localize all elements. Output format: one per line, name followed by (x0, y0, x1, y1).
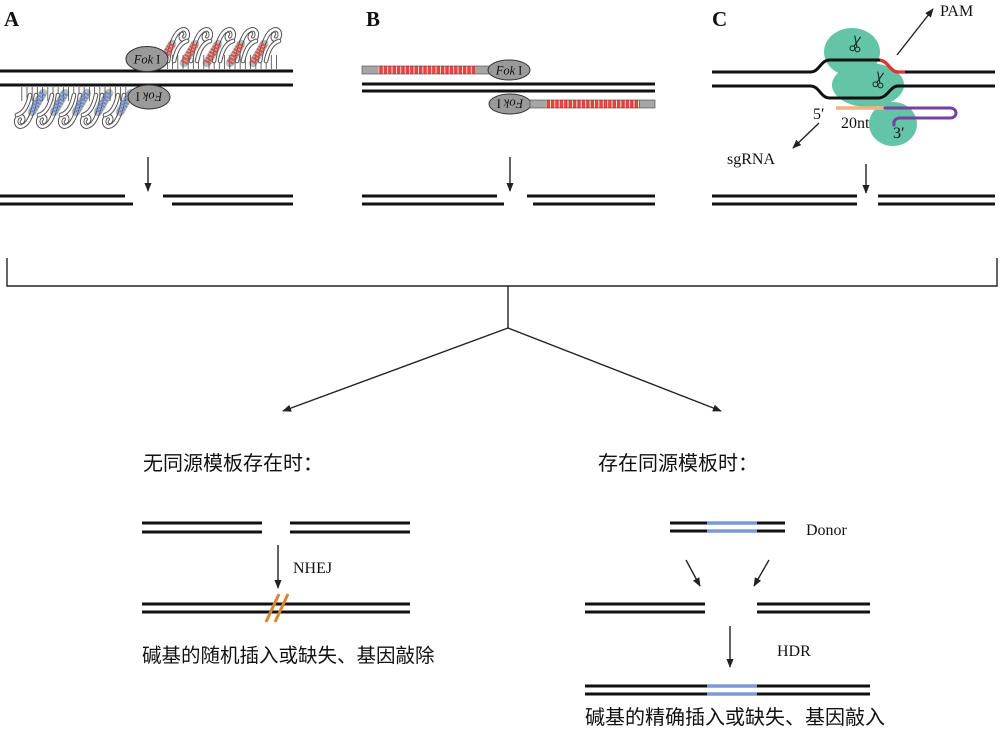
five-prime-label: 5′ (813, 106, 825, 123)
tale-cap (530, 100, 545, 108)
donor-arrow-left (685, 559, 701, 587)
fok-oval (125, 46, 169, 72)
repaired-dna-nhej (142, 593, 410, 623)
fok-label-numeral: I (156, 53, 160, 67)
pam-pointer-arrow (896, 8, 934, 56)
fok-label-numeral: I (497, 97, 501, 111)
tale-array-bottom (529, 99, 656, 109)
condition-with-template: 存在同源模板时： (598, 452, 758, 475)
hdr-label: HDR (777, 643, 811, 660)
sgrna-label: sgRNA (727, 151, 775, 168)
branch-arrow-left (282, 327, 509, 412)
hdr-result: 碱基的精确插入或缺失、基因敲入 (585, 706, 885, 729)
cleaved-dna-b (362, 194, 655, 206)
nhej-branch: 无同源模板存在时： NHEJ 碱基的随机插入或缺失、基因敲除 (142, 452, 435, 667)
tale-cap (475, 66, 490, 74)
cleaved-dna-c (712, 194, 995, 206)
indel-mark (264, 593, 281, 623)
fok-label-italic: Fok (133, 53, 154, 67)
condition-without-template: 无同源模板存在时： (143, 452, 323, 475)
nhej-result: 碱基的随机插入或缺失、基因敲除 (142, 645, 435, 667)
fok-oval (487, 59, 531, 81)
guide-length-label: 20nt (841, 115, 870, 132)
panel-label-b: B (366, 7, 380, 31)
tale-repeat-dividers (545, 100, 640, 108)
fok-nuclease-bottom: FokI (488, 93, 532, 115)
panel-label-c: C (712, 7, 727, 31)
indel-mark (273, 593, 290, 623)
sgrna-pointer-arrow (792, 122, 820, 149)
tale-outline (529, 99, 656, 109)
tale-cap (362, 66, 378, 74)
pam-label: PAM (940, 3, 973, 20)
fok-label-italic: Fok (495, 64, 516, 78)
broken-dna-hdr (585, 602, 870, 614)
donor-label: Donor (806, 522, 848, 539)
fok-label-inverted: FokI (136, 90, 164, 104)
tale-cap (640, 100, 655, 108)
donor-template (670, 521, 785, 533)
hdr-branch: 存在同源模板时： Donor HDR 碱基的精确插入或缺失、基因敲入 (585, 452, 885, 729)
panel-label-a: A (4, 7, 20, 31)
tale-repeat-dividers (378, 66, 475, 74)
fok-label-numeral: I (136, 90, 140, 104)
fok-label-italic: Fok (503, 97, 524, 111)
fok-label-inverted: FokI (497, 97, 525, 111)
repaired-dna-hdr (585, 684, 870, 696)
donor-arrow-right (753, 559, 770, 587)
sgrna-scaffold (883, 106, 958, 127)
panel-c: C PAM 5′ 20nt 3′ sgRNA (712, 3, 995, 206)
bracket-line (6, 258, 998, 287)
fok-nuclease-bottom: FokI (127, 84, 171, 110)
fok-label-numeral: I (518, 64, 522, 78)
broken-dna-nhej (142, 521, 410, 534)
cleaved-dna-a (0, 194, 293, 206)
branch-arrow-right (507, 327, 722, 412)
fok-oval (127, 84, 171, 110)
fok-label-italic: Fok (142, 90, 163, 104)
merge-bracket (6, 258, 998, 412)
dna-strand-bottom (712, 84, 995, 100)
tale-array-top (361, 65, 491, 75)
three-prime-label: 3′ (893, 125, 905, 142)
nhej-label: NHEJ (293, 560, 332, 577)
pam-sequence (879, 58, 905, 74)
